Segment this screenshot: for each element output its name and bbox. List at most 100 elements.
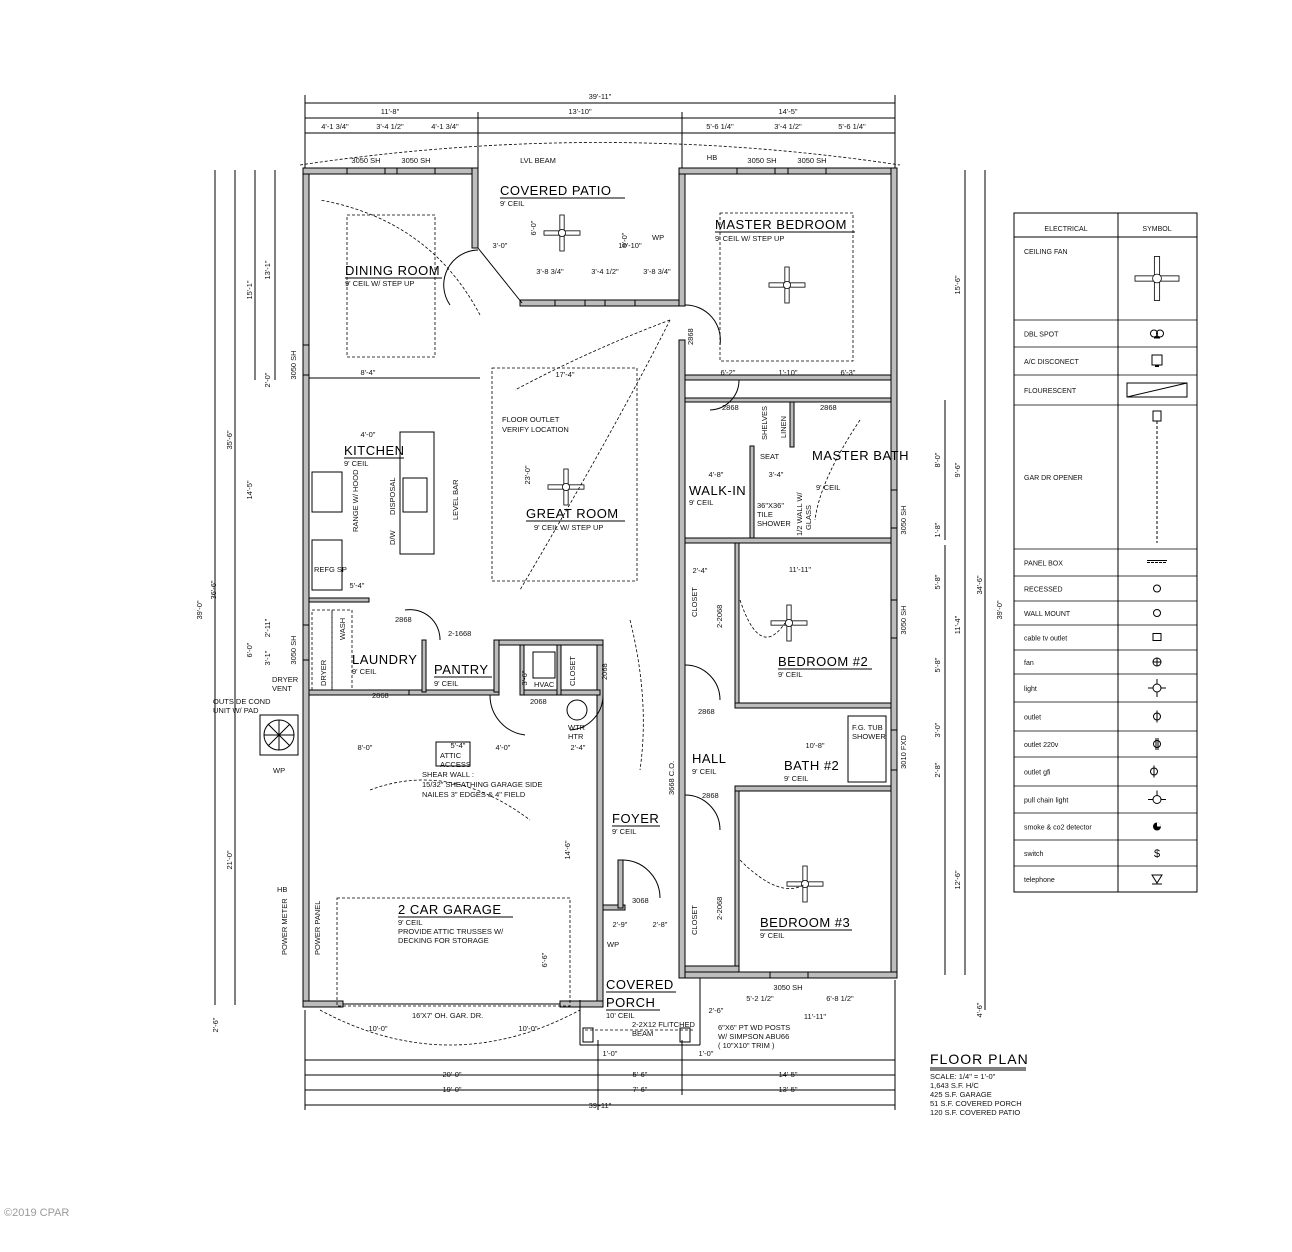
outlet-220v-icon [1153,738,1161,750]
dim-label: 6'-0" [245,642,254,657]
room-note: DECKING FOR STORAGE [398,936,489,945]
dim-label: 3'-1" [263,650,272,665]
note: LINEN [779,416,788,438]
dim-label: 5'-6 1/4" [838,122,866,131]
room-name: MASTER BEDROOM [715,217,847,232]
tv-outlet-icon [1152,633,1162,641]
recessed-light-icon [1153,584,1161,593]
double-spot-icon [1150,329,1164,339]
dim-label: 8'-0" [933,452,942,467]
window-label: 3050 SH [289,635,298,664]
water-heater [566,699,588,721]
room-name: KITCHEN [344,443,405,458]
window-label: 3050 SH [899,505,908,534]
room-ceiling: 9' CEIL [760,931,784,940]
garage-door-label: 16'X7' OH. GAR. DR. [412,1011,483,1020]
dim-label: 19'-0" [442,1085,461,1094]
note: REFG SP [314,565,347,574]
ac-disconnect-icon [1151,354,1163,367]
dim-label: 21'-0" [225,850,234,869]
room-labels: COVERED PATIO 9' CEIL DINING ROOM 9' CEI… [344,183,909,1020]
dim-label: 6'-8 1/2" [826,994,854,1003]
room-great-room: GREAT ROOM 9' CEIL W/ STEP UP [526,506,625,532]
dim-label: 36'-6" [209,580,218,599]
room-ceiling: 9' CEIL [612,827,636,836]
door-label: 2868 [395,615,412,624]
legend-header: ELECTRICAL [1044,226,1087,233]
note: RANGE W/ HOOD [351,469,360,532]
svg-text:$: $ [1154,848,1160,860]
note: NAILES 3" EDGES & 4" FIELD [422,790,526,799]
dim-label: 4'-1 3/4" [431,122,459,131]
walls [302,167,898,1046]
room-ceiling: 9' CEIL [398,918,422,927]
note: OUTSIDE COND [213,697,271,706]
note: WTR [568,723,586,732]
note: FLOOR OUTLET [502,415,560,424]
legend-label: switch [1024,851,1044,858]
note: DRYER [272,675,299,684]
note: SHEAR WALL : [422,770,474,779]
door-label: 2868 [686,328,695,345]
dim-label: 5'-4" [350,581,365,590]
note: WP [607,940,619,949]
dim-label: 14'-6" [563,840,572,859]
dim-label: 9'-6" [953,462,962,477]
dim-label: 8'-4" [361,368,376,377]
ceiling-fan-icon [1134,256,1180,301]
note: 6"X6" PT WD POSTS [718,1023,790,1032]
dim-label: 5'-6" [633,1070,648,1079]
note: ACCESS [440,760,471,769]
dim-label: 13'-5" [778,1085,797,1094]
dim-label: 13'-1" [263,260,272,279]
note: 3668 C.O. [667,761,676,795]
ac-condenser-icon [259,714,299,756]
note: LEVEL BAR [451,479,460,520]
dim-label: 5'-8" [933,657,942,672]
dim-label: 4'-6" [975,1002,984,1017]
note: POWER METER [280,898,289,955]
room-name: BATH #2 [784,758,839,773]
room-ceiling: 9' CEIL [500,199,524,208]
note: ATTIC [440,751,462,760]
door-label: 2-1668 [448,629,471,638]
dim-label: 3'-6" [520,670,529,685]
legend-label: GAR DR OPENER [1024,475,1083,482]
dim-label: 2'-8" [653,920,668,929]
note: 15/32" SHEATHING GARAGE SIDE [422,780,542,789]
note: TILE [757,510,773,519]
dim-label: 10'-0" [518,1024,537,1033]
dim-label: 11'-11" [804,1012,827,1021]
window-label: 3010 FXD [899,735,908,769]
ceiling-fan-icon [1134,256,1180,301]
dim-label: 2'-4" [571,743,586,752]
note: WASH [338,618,347,640]
door-label: 2868 [698,707,715,716]
room-master-bedroom: MASTER BEDROOM 9' CEIL W/ STEP UP [715,217,855,243]
room-name: MASTER BATH [812,448,909,463]
legend-label: PANEL BOX [1024,561,1063,568]
dim-label: 4'-0" [496,743,511,752]
room-ceiling: 9' CEIL [816,483,840,492]
area-text: 425 S.F. GARAGE [930,1090,992,1099]
note: DISPOSAL [388,477,397,515]
door-swings [404,249,740,899]
room-ceiling: 9' CEIL [692,767,716,776]
wall-mount-icon [1153,609,1161,617]
dim-label: 3'-8 3/4" [536,267,564,276]
dim-label: 14'-5" [245,480,254,499]
door-label: 2-2068 [715,897,724,920]
hose-bib-label: HB [707,153,717,162]
left-dimensions: 39'-0" 36'-6" 35'-6" 15'-1" 13'-1" 2'-0"… [195,260,298,1032]
room-pantry: PANTRY 9' CEIL [434,662,492,688]
room-ceiling: 10' CEIL [606,1011,635,1020]
dim-label: 3'-4" [769,470,784,479]
dimension-lines [214,95,986,1110]
note: UNIT W/ PAD [213,706,259,715]
scale-text: SCALE: 1/4" = 1'-0" [930,1072,996,1081]
legend-label: smoke & co2 detector [1024,825,1092,832]
note: SHOWER [757,519,791,528]
room-name: DINING ROOM [345,263,440,278]
dim-label: 12'-6" [953,870,962,889]
room-walk-in: WALK-IN 9' CEIL [689,483,746,507]
